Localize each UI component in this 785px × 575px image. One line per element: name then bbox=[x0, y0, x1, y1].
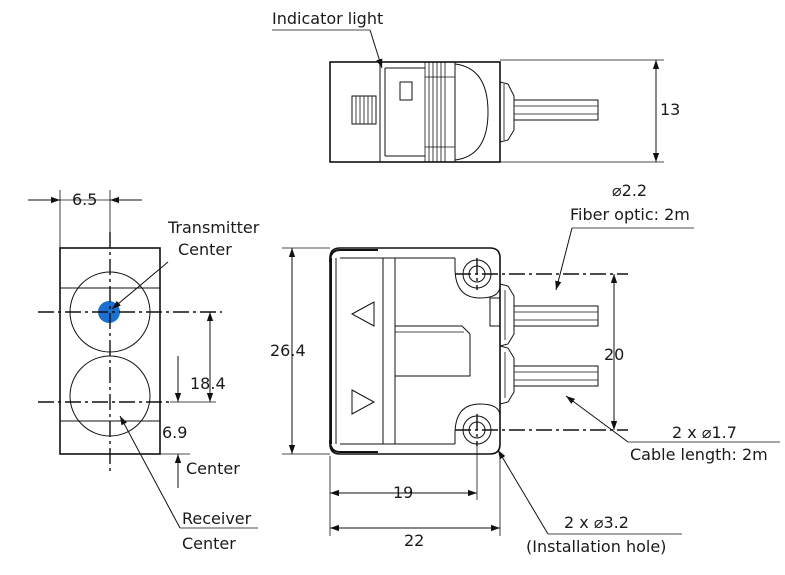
indicator-light-window bbox=[399, 81, 413, 101]
transmitter-center-label: Center bbox=[178, 240, 232, 259]
installation-hole-label: (Installation hole) bbox=[526, 537, 666, 556]
top-fiber-boot bbox=[499, 81, 515, 143]
dim-20: 20 bbox=[604, 345, 624, 364]
top-fiber-cable bbox=[513, 99, 599, 121]
receiver-label: Receiver bbox=[182, 509, 252, 528]
top-side-grip bbox=[351, 95, 377, 125]
receiver-center-label: Center bbox=[182, 534, 236, 553]
transmit-triangle-icon bbox=[350, 301, 375, 327]
cable-length-label: Cable length: 2m bbox=[630, 445, 768, 464]
dim-18-4: 18.4 bbox=[190, 374, 226, 393]
hole-diameter-label: 2 x ⌀3.2 bbox=[564, 513, 629, 532]
side-window bbox=[395, 325, 471, 377]
cable-diameter-label: 2 x ⌀1.7 bbox=[672, 423, 737, 442]
fiber-diameter-label: ⌀2.2 bbox=[612, 181, 647, 200]
side-view: 26.4 20 19 22 ⌀2.2 Fiber optic: 2m 2 x ⌀… bbox=[270, 181, 780, 556]
fiber-boot-upper bbox=[499, 283, 515, 347]
fiber-cable-upper bbox=[513, 305, 599, 327]
top-body-outline bbox=[329, 61, 501, 163]
receive-triangle-icon bbox=[351, 389, 376, 415]
side-body-outline bbox=[329, 247, 501, 455]
top-view: 13 Indicator light bbox=[272, 9, 680, 163]
top-ribs bbox=[424, 62, 455, 162]
fiber-boot-lower bbox=[499, 345, 515, 405]
dim-6-9: 6.9 bbox=[162, 423, 187, 442]
dim-26-4: 26.4 bbox=[270, 341, 306, 360]
dim-19: 19 bbox=[393, 483, 413, 502]
fiber-cable-lower bbox=[513, 365, 599, 387]
dim-22: 22 bbox=[404, 531, 424, 550]
center-label: Center bbox=[186, 459, 240, 478]
fiber-length-label: Fiber optic: 2m bbox=[570, 205, 690, 224]
dim-13: 13 bbox=[660, 100, 680, 119]
transmitter-label: Transmitter bbox=[167, 218, 260, 237]
indicator-light-label: Indicator light bbox=[272, 9, 383, 28]
end-view: 6.5 18.4 6.9 Center Transmitter Center R… bbox=[28, 190, 260, 553]
dim-6-5: 6.5 bbox=[72, 190, 97, 209]
